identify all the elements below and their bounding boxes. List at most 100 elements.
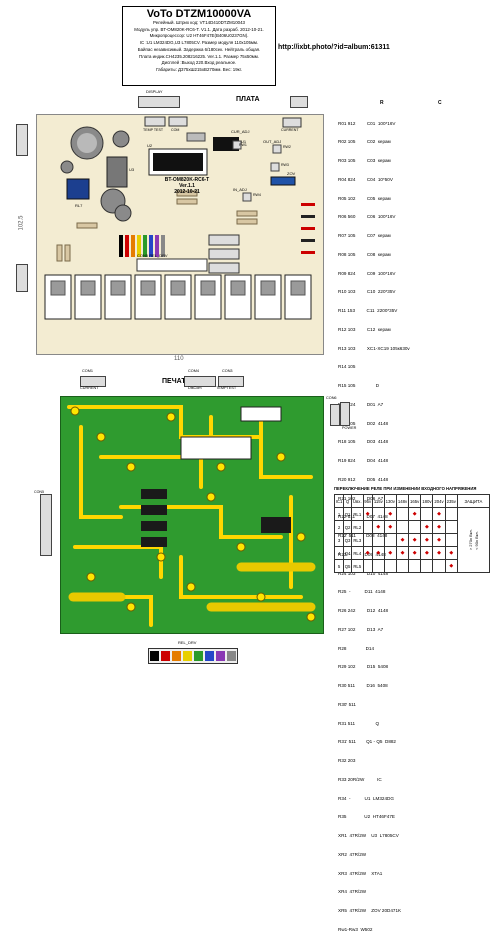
row-num: 5	[333, 559, 345, 573]
con5-side-connector	[40, 494, 52, 556]
mark-cell: ◆	[395, 546, 410, 560]
row-q: Q3	[343, 533, 353, 547]
con5-rel-drv	[136, 258, 208, 272]
temp-test-connector	[144, 116, 166, 127]
title-line: Релейный. Штрих код: VT14D410DTZM10043	[152, 20, 245, 25]
film-capacitor	[230, 280, 246, 296]
pad	[236, 542, 246, 552]
row-num: 1	[333, 507, 345, 521]
trimmer-rw1	[232, 140, 242, 150]
con5-label: CON5 REL_DRV	[137, 253, 168, 258]
row-q: Q1	[343, 507, 353, 521]
mark-cell: ◆	[383, 507, 397, 521]
pcb-bottom-board	[60, 396, 324, 634]
section-header-plata: ПЛАТА	[236, 96, 260, 103]
mark-cell: ◆	[444, 546, 458, 560]
display-connector	[138, 96, 180, 108]
table-header: 165v	[408, 494, 422, 508]
bom-line: R11 153 C11 2200*35V	[338, 308, 398, 313]
rel-drv-label: REL_DRV	[178, 640, 197, 645]
bom-col-r: R	[380, 100, 384, 106]
mark-cell: ◆	[444, 559, 458, 573]
film-capacitor	[50, 280, 66, 296]
film-capacitor	[290, 280, 306, 296]
album-link[interactable]: http://ixbt.photo/?id=album:61311	[278, 44, 390, 51]
pad	[276, 452, 286, 462]
bom-line: R08 105 C08 керам	[338, 251, 391, 257]
side-connector	[16, 264, 28, 292]
mark-cell	[395, 520, 410, 534]
mark-cell: ◆	[408, 507, 422, 521]
mark-cell: ◆	[432, 507, 446, 521]
pad	[256, 592, 266, 602]
bom-line: R31' 511 Q1 - Q5 D882	[338, 739, 396, 745]
title-box: VoTo DTZM10000VA Релейный. Штрих код: VT…	[122, 6, 276, 86]
rw4-label: RW4	[253, 193, 261, 197]
film-capacitor	[200, 280, 216, 296]
mark-cell	[371, 533, 385, 547]
con5-side-label: CON5	[34, 490, 44, 494]
bom-line: XR1 47R/2W U3 L7805CV	[338, 833, 399, 838]
table-header: 235v	[444, 494, 458, 508]
power-connector	[340, 402, 350, 426]
crystal	[186, 132, 206, 142]
pad	[306, 612, 316, 622]
bom-line: R28 D14	[338, 645, 374, 651]
bom-line: R03 105 C03 керам	[338, 158, 391, 163]
smd-chip	[141, 489, 167, 499]
trace	[79, 425, 123, 519]
table-header: 115v	[371, 494, 385, 508]
bom-line: R35 U2 HT46F47E	[338, 814, 395, 820]
com1-connector	[80, 376, 106, 387]
com-connector	[168, 116, 188, 127]
trace	[67, 405, 263, 439]
table-header: ЗАЩИТА	[456, 494, 491, 508]
mark-cell	[371, 507, 385, 521]
discom-label: DisCom	[188, 386, 202, 390]
row-num: 3	[333, 533, 345, 547]
title-line: Модуль упр. BT-OM820K-RC6-T. V1.1. Дата …	[134, 26, 264, 32]
pcb-top-svg	[44, 116, 315, 320]
mark-cell	[383, 533, 397, 547]
bom-line: R12 103 C12 керам	[338, 326, 391, 332]
relay-table-title: ПЕРЕКЛЮЧЕНИЕ РЕЛЕ ПРИ ИЗМЕНЕНИИ ВХОДНОГО…	[334, 486, 477, 491]
resistor	[236, 210, 258, 217]
trace	[119, 505, 283, 539]
mark-cell	[408, 559, 422, 573]
mark-cell	[420, 559, 434, 573]
pad	[156, 552, 166, 562]
regulator-u3	[106, 156, 128, 188]
title-line: Микропроцессор: U2 HT46F47E(B406U0237GN)…	[149, 33, 249, 39]
bom-line: XR3 47R/2W XTA1	[338, 870, 383, 876]
row-num: 2	[333, 520, 345, 534]
pad	[186, 582, 196, 592]
in-adj-label: IN_ADJ	[233, 187, 247, 192]
mark-cell: ◆	[371, 520, 385, 534]
relay-rl7	[66, 178, 90, 200]
rw2-label: RW2	[283, 145, 291, 149]
com1-label: COM1	[82, 369, 93, 373]
bom-line: R06 560 C06 100*16V	[338, 214, 396, 220]
rl7-label: RL7	[75, 203, 83, 208]
bom-line: R01 912 C01 100*16V	[338, 120, 396, 126]
pad	[70, 406, 80, 416]
bom-line: R04 824 C04 10*50V	[338, 176, 393, 182]
rel-drv-connector-bottom	[148, 648, 238, 664]
smd-chip	[141, 505, 167, 515]
bom-col-c: C	[438, 100, 442, 106]
current-connector	[282, 117, 302, 128]
trace	[73, 545, 163, 579]
bom-line: R05 102 C05 керам	[338, 195, 391, 201]
pad	[206, 492, 216, 502]
u1-label: U1	[241, 139, 247, 144]
smd-chip	[261, 517, 291, 533]
bom-line: R20 912 D05 4148	[338, 476, 389, 482]
current-label-bottom: CURRENT	[80, 386, 99, 390]
row-q: Q5	[343, 559, 353, 573]
mark-cell	[383, 559, 397, 573]
u3-label: U3	[129, 167, 135, 172]
table-header: 204v	[432, 494, 446, 508]
com-label: COM	[171, 128, 180, 132]
table-header: Uвх.	[351, 494, 364, 508]
bom-line: R26 242 D12 4148	[338, 608, 389, 613]
